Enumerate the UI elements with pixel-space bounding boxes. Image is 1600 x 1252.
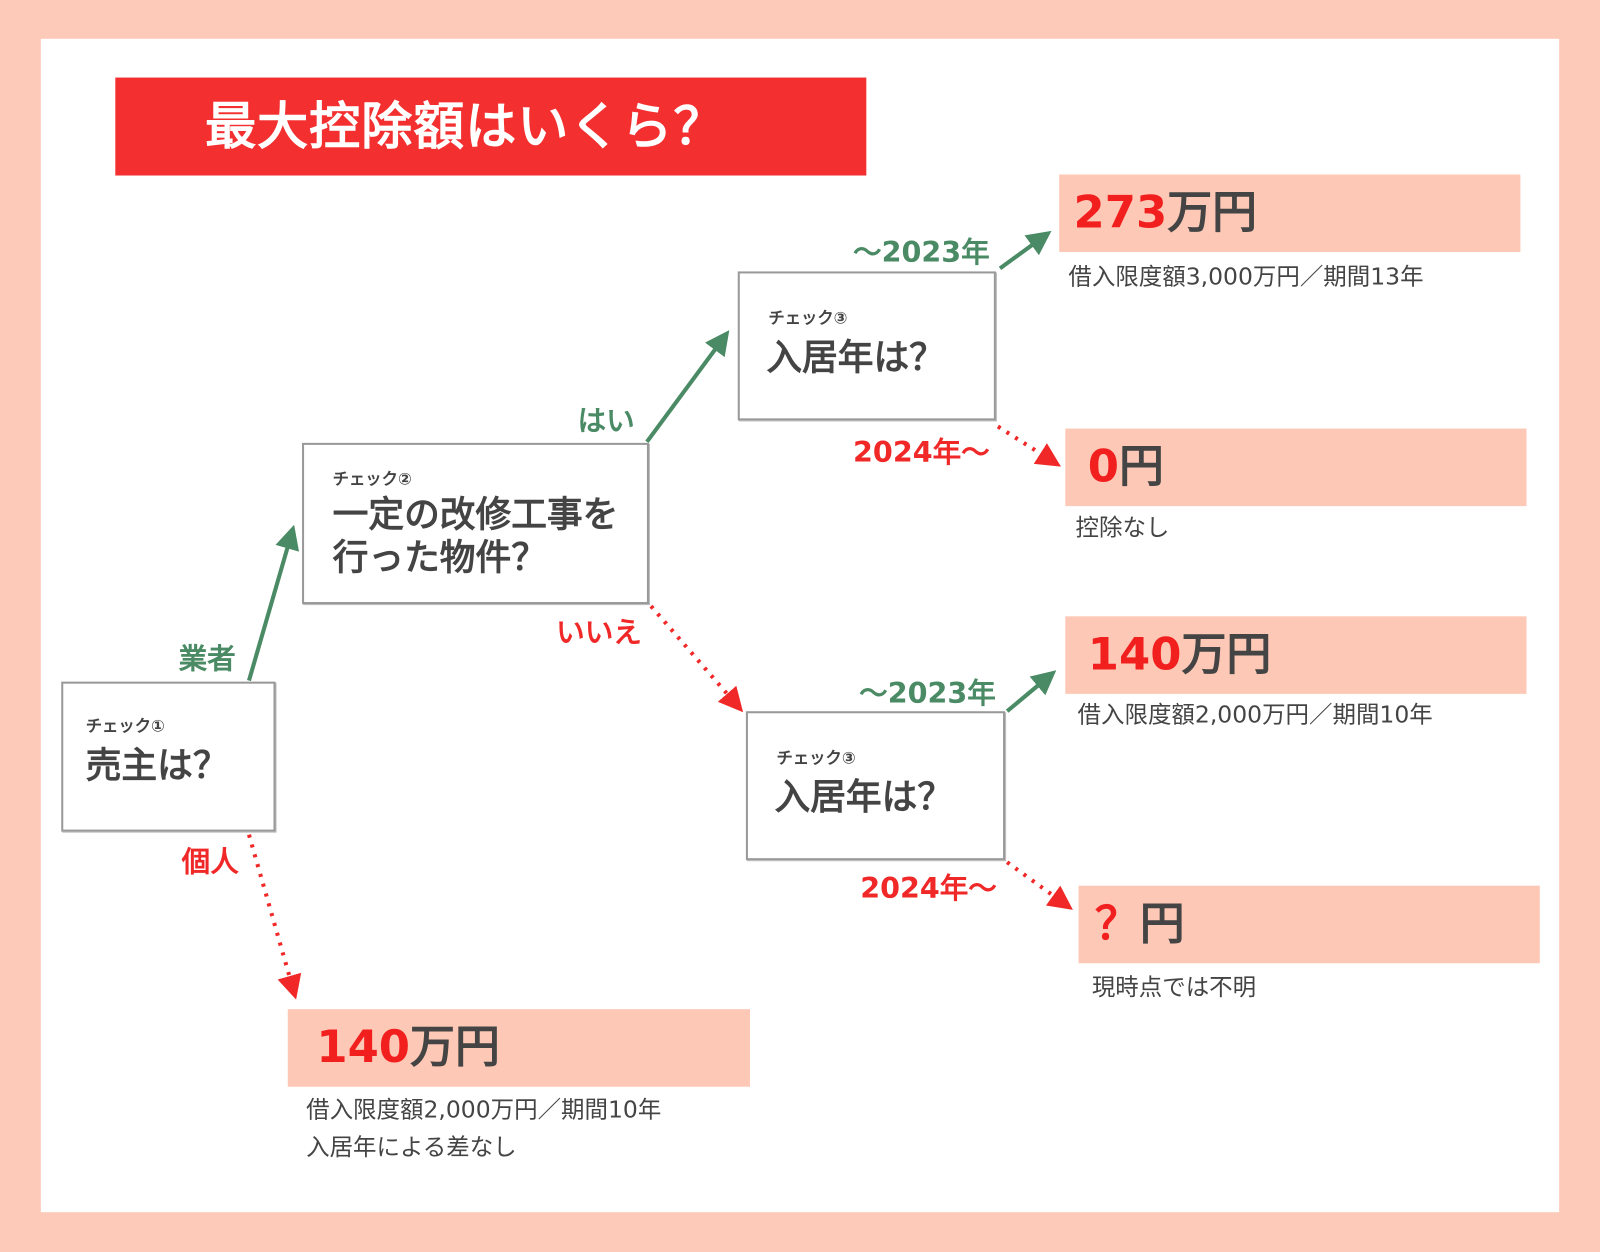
result-unit: 万円 [1181,628,1272,681]
result-140-individual-note1: 借入限度額2,000万円／期間10年 [306,1096,662,1124]
check1-tag: チェック① [85,716,165,736]
check1-box: チェック① 売主は？ [61,681,276,832]
result-amount: 273 [1073,186,1168,239]
check2-box: チェック② 一定の改修工事を 行った物件？ [302,442,649,605]
result-amount: ？ [1094,897,1140,950]
result-unknown-note: 現時点では不明 [1091,974,1257,1002]
label-business: 業者 [178,641,236,676]
check3b-question: 入居年は？ [774,777,954,819]
page-title: 最大控除額はいくら？ [115,77,867,176]
check3a-question: 入居年は？ [766,337,945,379]
result-amount: 140 [316,1021,411,1074]
check2-question-line1: 一定の改修工事を [332,494,619,536]
label-3b-early: ～2023年 [859,676,996,711]
check3b-tag: チェック③ [776,747,856,768]
result-140-individual-note2: 入居年による差なし [306,1134,517,1162]
result-140-renovated: 140万円 [1065,616,1527,694]
result-unit: 万円 [1167,186,1257,239]
label-individual: 個人 [181,844,239,879]
arrow-3a-late [996,424,1061,467]
arrow-renovation-yes [645,330,730,444]
result-0: 0円 [1065,428,1527,507]
arrow-3b-late [1005,860,1073,910]
arrow-3a-early [998,230,1052,271]
result-amount: 140 [1087,628,1182,681]
result-273: 273万円 [1059,174,1521,253]
result-140-renovated-note: 借入限度額2,000万円／期間10年 [1077,702,1433,729]
label-no: いいえ [556,615,642,649]
label-3a-early: ～2023年 [853,235,990,270]
check2-question-line2: 行った物件？ [332,537,547,579]
result-273-note: 借入限度額3,000万円／期間13年 [1068,264,1424,291]
result-unknown: ？円 [1078,885,1540,964]
check2-tag: チェック② [332,469,412,489]
check3a-box: チェック③ 入居年は？ [737,271,996,421]
arrow-renovation-no [649,604,744,713]
check3a-tag: チェック③ [768,308,848,328]
label-3b-late: 2024年～ [860,871,997,906]
arrow-seller-individual [247,834,302,1000]
arrow-seller-business [247,524,300,682]
result-unit: 円 [1139,897,1185,950]
result-unit: 円 [1118,440,1164,493]
result-140-individual: 140万円 [287,1009,750,1087]
result-0-note: 控除なし [1075,515,1170,542]
arrow-3b-early [1005,670,1057,713]
label-3a-late: 2024年～ [853,435,990,470]
result-unit: 万円 [410,1021,500,1074]
label-yes: はい [577,404,635,438]
check3b-box: チェック③ 入居年は？ [745,711,1006,861]
check1-question: 売主は？ [85,745,229,787]
result-amount: 0 [1087,440,1119,493]
